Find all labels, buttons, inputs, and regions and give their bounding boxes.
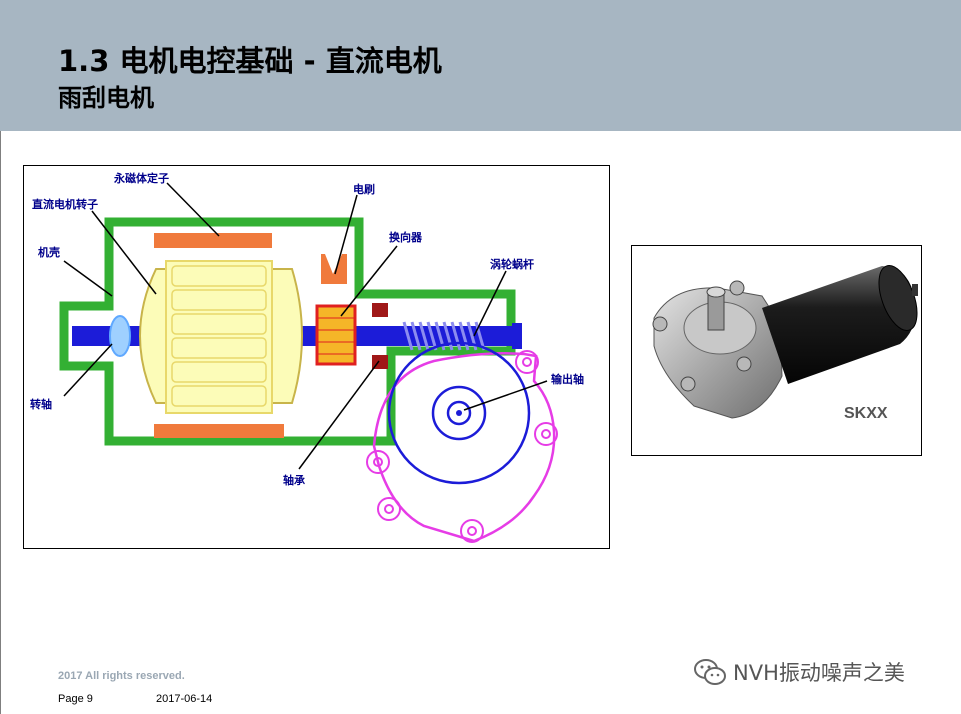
motor-photo: SKXX [631,245,922,456]
watermark: NVH振动噪声之美 [693,656,905,688]
motor-photo-svg: SKXX [652,265,918,422]
photo-logo: SKXX [844,405,888,422]
label-shaft: 转轴 [30,397,52,411]
rotor-windings [171,265,267,407]
gear-housing-lugs [366,350,558,543]
label-commutator: 换向器 [389,230,423,244]
label-housing: 机壳 [38,245,60,259]
photo-mount-bosses [652,280,752,392]
stator-magnet-top [154,233,272,248]
commutator-segments [317,317,355,355]
label-bearing: 轴承 [283,473,306,487]
gear-housing [372,352,556,543]
photo-motor-can [762,266,916,384]
shaft-end [512,323,522,349]
output-shaft-inner [446,400,472,426]
worm-gear [402,321,486,351]
leader-lines [63,182,548,470]
page-title: 1.3 电机电控基础 - 直流电机 [58,44,442,78]
footer-date: 2017-06-14 [156,693,213,705]
wechat-icon [694,659,726,685]
left-border [0,131,1,714]
label-worm: 涡轮蜗杆 [490,257,534,271]
rotor-core [165,260,273,414]
label-output-shaft: 输出轴 [551,372,584,386]
motor-diagram-svg: 永磁体定子 直流电机转子 电刷 机壳 换向器 涡轮蜗杆 输出轴 转轴 轴承 [30,171,584,543]
commutator [315,304,357,366]
photo-spindle-top [706,286,726,298]
label-rotor: 直流电机转子 [32,197,98,211]
watermark-text: NVH振动噪声之美 [733,661,905,685]
output-shaft-center [456,410,462,416]
left-bearing [109,315,131,357]
worm-wheel [387,341,531,485]
motor-diagram: 永磁体定子 直流电机转子 电刷 机壳 换向器 涡轮蜗杆 输出轴 转轴 轴承 [23,165,610,549]
photo-motor-tab [912,284,918,296]
page-number: Page 9 [58,693,93,705]
output-shaft-outer [431,385,487,441]
brush [321,254,347,284]
bearing-top [372,303,388,317]
page-subtitle: 雨刮电机 [58,84,154,112]
label-stator: 永磁体定子 [113,171,169,185]
title-bar: 1.3 电机电控基础 - 直流电机 雨刮电机 [0,0,961,131]
label-brush: 电刷 [353,182,375,196]
copyright-text: 2017 All rights reserved. [58,670,185,682]
stator-magnet-bottom [154,424,284,438]
